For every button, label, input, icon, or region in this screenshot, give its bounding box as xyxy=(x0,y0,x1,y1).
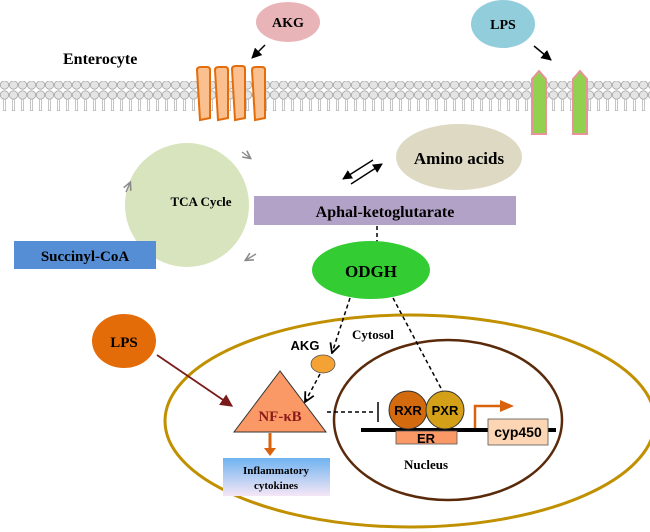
amino-acids-label: Amino acids xyxy=(414,149,505,168)
tca-cycle-label: TCA Cycle xyxy=(170,194,231,209)
enterocyte-label: Enterocyte xyxy=(63,51,137,68)
tca-cycle[interactable]: TCA Cycle xyxy=(125,143,257,267)
lps-intracellular[interactable]: LPS xyxy=(92,314,156,368)
pxr-label: PXR xyxy=(432,403,459,418)
lps-ligand-label: LPS xyxy=(490,18,516,33)
er-element[interactable]: ER xyxy=(395,430,458,446)
nucleus-label: Nucleus xyxy=(404,457,448,472)
tca-arrow-bottom xyxy=(246,254,257,260)
lps-intracellular-label: LPS xyxy=(110,335,138,351)
amino-acids[interactable]: Amino acids xyxy=(396,124,522,190)
lps-ligand[interactable]: LPS xyxy=(471,0,535,48)
alpha-ketoglutarate-label: Aphal-ketoglutarate xyxy=(316,204,455,221)
nucleus-outline xyxy=(332,338,564,502)
akg-receptor[interactable] xyxy=(195,65,266,122)
akg-small-label: AKG xyxy=(291,338,320,353)
rxr-label: RXR xyxy=(394,403,422,418)
akg-nfkb-link xyxy=(305,373,321,402)
odgh-pxr-link xyxy=(392,297,444,393)
odgh-label: ODGH xyxy=(345,262,397,281)
akg-ligand-label: AKG xyxy=(272,16,304,31)
tca-arrow-top xyxy=(241,152,250,158)
lps-receptor[interactable] xyxy=(531,69,588,135)
reversible-arrow-forward xyxy=(350,163,383,185)
cyp450-label: cyp450 xyxy=(494,424,542,440)
pxr-receptor[interactable]: PXR xyxy=(425,390,465,430)
rxr-receptor[interactable]: RXR xyxy=(388,390,428,430)
odgh-enzyme[interactable]: ODGH xyxy=(312,241,430,299)
reversible-arrow-reverse xyxy=(342,159,374,180)
akg-ligand[interactable]: AKG xyxy=(256,2,320,42)
inflammatory-label-line2: cytokines xyxy=(254,480,299,492)
lps-nfkb-arrow xyxy=(156,354,234,407)
er-label: ER xyxy=(417,431,436,446)
transcription-arrowhead xyxy=(500,400,514,412)
odgh-akg-link xyxy=(332,297,351,353)
akg-arrow xyxy=(251,44,266,59)
nfkb-cytokine-arrowhead xyxy=(264,448,276,456)
cell-outline xyxy=(163,313,650,529)
akg-small-molecule[interactable] xyxy=(310,354,336,374)
alpha-ketoglutarate-box[interactable]: Aphal-ketoglutarate xyxy=(254,196,516,225)
inflammatory-label-line1: Inflammatory xyxy=(243,465,309,477)
nfkb-label: NF-κB xyxy=(258,409,301,425)
cyp450-gene[interactable]: cyp450 xyxy=(487,418,549,446)
nfkb-complex[interactable]: NF-κB xyxy=(232,370,328,433)
cytosol-label: Cytosol xyxy=(352,327,394,342)
succinyl-coa-box[interactable]: Succinyl-CoA xyxy=(14,241,156,269)
inflammatory-cytokines-box[interactable]: Inflammatory cytokines xyxy=(223,458,330,496)
tca-arrow-left xyxy=(126,183,130,193)
lps-arrow xyxy=(533,45,552,61)
cell-membrane xyxy=(0,81,650,111)
transcription-start-arrow xyxy=(473,404,502,428)
succinyl-coa-label: Succinyl-CoA xyxy=(41,249,130,265)
